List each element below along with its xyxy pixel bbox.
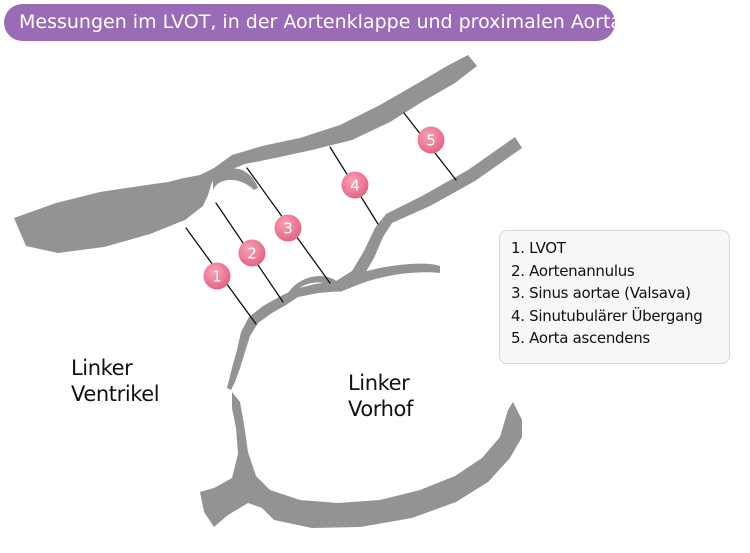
svg-text:5: 5	[426, 132, 436, 150]
svg-text:4: 4	[350, 177, 360, 195]
atrial-wall	[200, 392, 522, 528]
marker-5: 5	[417, 126, 445, 154]
lower-aortic-leaflet	[284, 276, 342, 302]
legend-item: 5. Aorta ascendens	[511, 329, 650, 347]
marker-2: 2	[238, 239, 266, 267]
label-left-atrium: Linker Vorhof	[348, 371, 413, 421]
diagram-title: Messungen im LVOT, in der Aortenklappe u…	[4, 4, 622, 41]
marker-3: 3	[274, 214, 302, 242]
svg-text:2: 2	[247, 245, 257, 263]
measurement-markers: 1 2 3 4 5	[203, 126, 445, 290]
mitral-leaflet	[336, 263, 440, 292]
upper-aortic-leaflet	[213, 168, 258, 190]
anterior-aortic-wall	[14, 55, 477, 253]
legend-item: 3. Sinus aortae (Valsava)	[511, 284, 691, 302]
marker-4: 4	[341, 171, 369, 199]
svg-text:3: 3	[283, 220, 293, 238]
legend-item: 1. LVOT	[511, 239, 566, 257]
measurement-legend: 1. LVOT 2. Aortenannulus 3. Sinus aortae…	[499, 230, 730, 364]
marker-1: 1	[203, 262, 231, 290]
legend-item: 4. Sinutubulärer Übergang	[511, 306, 703, 325]
legend-item: 2. Aortenannulus	[511, 261, 635, 280]
svg-text:1: 1	[212, 268, 222, 286]
posterior-aortic-wall	[227, 137, 522, 390]
label-left-ventricle: Linker Ventrikel	[71, 356, 160, 406]
